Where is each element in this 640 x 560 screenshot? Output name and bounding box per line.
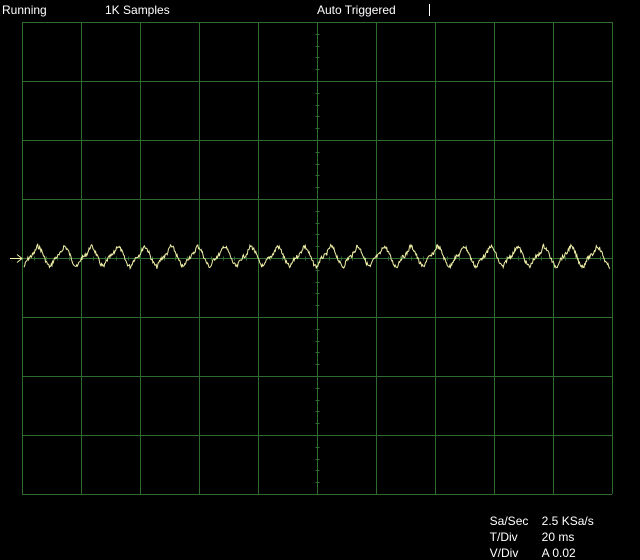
volt-div-value: A 0.02 [541, 546, 576, 560]
trigger-cursor-marker [429, 4, 430, 16]
sample-rate-value: 2.5 KSa/s [541, 514, 594, 528]
sample-rate-readout: Sa/Sec 2.5 KSa/s [483, 500, 594, 528]
time-div-readout: T/Div 20 ms [483, 516, 575, 544]
time-div-label: T/Div [489, 530, 518, 544]
channel-a-trace [23, 242, 611, 270]
volt-div-label: V/Div [489, 546, 519, 560]
sample-count-label: 1K Samples [105, 3, 170, 17]
trigger-level-marker [10, 254, 23, 263]
time-div-value: 20 ms [541, 530, 575, 544]
sample-rate-label: Sa/Sec [489, 514, 529, 528]
trigger-mode-label: Auto Triggered [317, 3, 396, 17]
volt-div-readout: V/Div A 0.02 [483, 532, 576, 560]
run-state-indicator: Running [2, 3, 47, 17]
